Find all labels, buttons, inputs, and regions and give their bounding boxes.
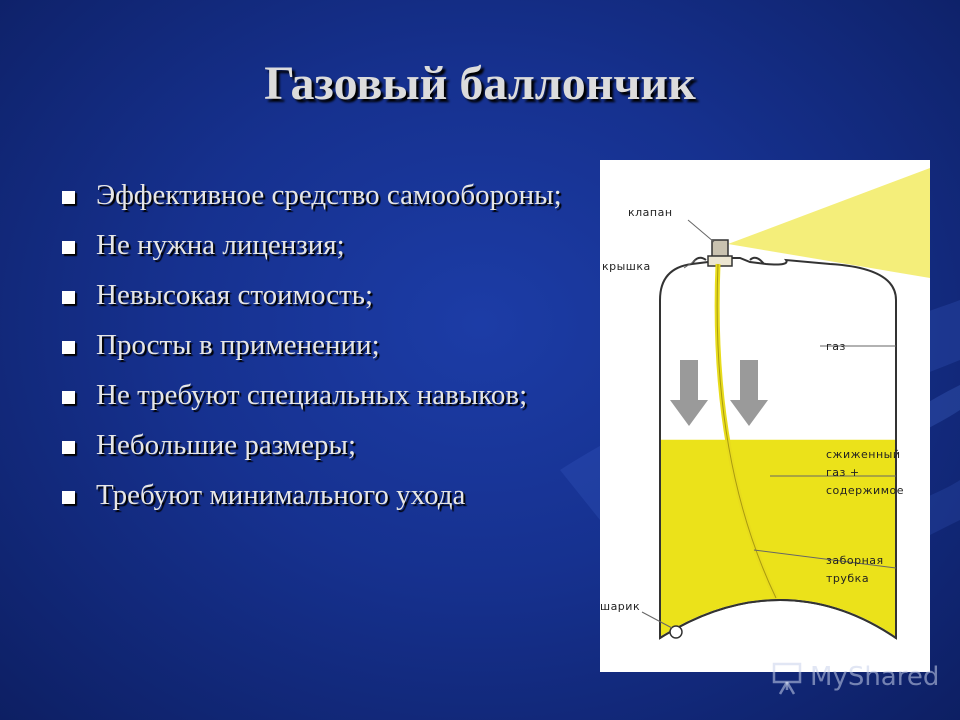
- ball: [669, 625, 683, 639]
- bullet-text: Не нужна лицензия;: [96, 229, 345, 261]
- bullet-item: Невысокая стоимость;: [60, 278, 580, 313]
- bullet-item: Эффективное средство самообороны;: [60, 178, 580, 213]
- square-bullet-icon: [62, 291, 75, 304]
- bullet-text: Эффективное средство самообороны;: [96, 179, 562, 211]
- bullet-text: Не требуют специальных навыков;: [96, 379, 528, 411]
- bullet-text: Небольшие размеры;: [96, 429, 357, 461]
- bullet-item: Не нужна лицензия;: [60, 228, 580, 263]
- bullet-text: Просты в применении;: [96, 329, 380, 361]
- label-valve: клапан: [628, 206, 673, 219]
- bullet-item: Просты в применении;: [60, 328, 580, 363]
- slide-title: Газовый баллончик: [264, 57, 696, 110]
- down-arrow-right: [730, 360, 768, 426]
- label-liquid-1: сжиженный: [826, 448, 901, 461]
- square-bullet-icon: [62, 491, 75, 504]
- label-cap: крышка: [602, 260, 651, 273]
- square-bullet-icon: [62, 241, 75, 254]
- label-gas: газ: [826, 340, 846, 353]
- bullet-text: Невысокая стоимость;: [96, 279, 374, 311]
- label-tube-1: заборная: [826, 554, 884, 567]
- label-liquid-2: газ +: [826, 466, 860, 479]
- label-liquid-3: содержимое: [826, 484, 904, 497]
- square-bullet-icon: [62, 341, 75, 354]
- spray-cone: [728, 168, 930, 278]
- bullet-item: Небольшие размеры;: [60, 428, 580, 463]
- presentation-icon: [772, 662, 802, 695]
- square-bullet-icon: [62, 441, 75, 454]
- bullet-text: Требуют минимального ухода: [96, 479, 466, 511]
- bullet-item: Требуют минимального ухода: [60, 478, 580, 513]
- can-shoulder: [659, 257, 897, 301]
- watermark: MyShared: [768, 658, 948, 698]
- down-arrow-left: [670, 360, 708, 426]
- label-tube-2: трубка: [826, 572, 869, 585]
- label-ball: шарик: [600, 600, 640, 613]
- bullet-list: Эффективное средство самообороны; Не нуж…: [60, 178, 580, 528]
- liquid-fill: [661, 439, 895, 636]
- aerosol-can-diagram: клапан крышка газ сжиженный газ + содерж…: [600, 160, 930, 672]
- watermark-text: MyShared: [810, 662, 940, 692]
- bullet-item: Не требуют специальных навыков;: [60, 378, 580, 413]
- square-bullet-icon: [62, 391, 75, 404]
- square-bullet-icon: [62, 191, 75, 204]
